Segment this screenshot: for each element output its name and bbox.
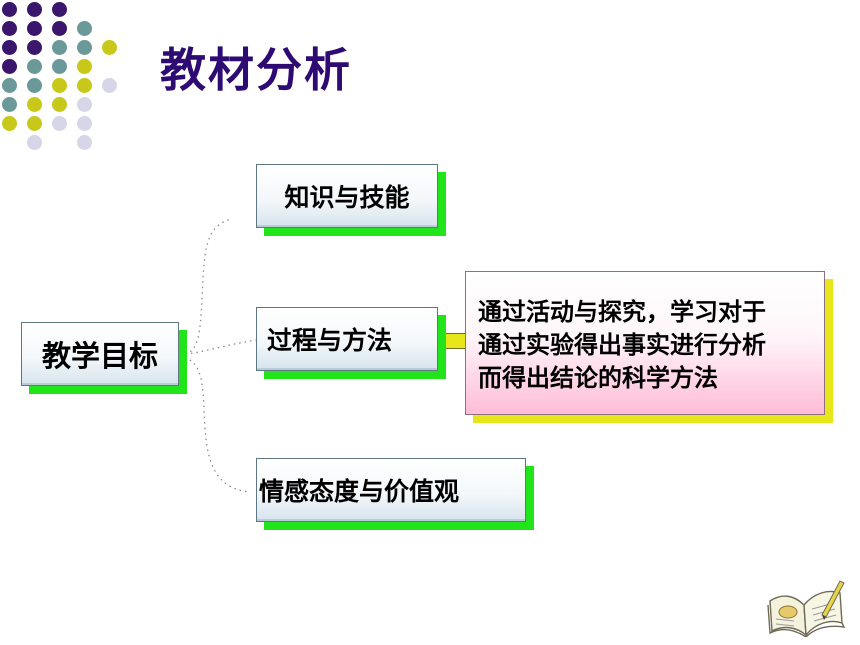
branch-node-process-methods: 过程与方法 — [256, 307, 446, 379]
process-description-callout: 通过活动与探究，学习对于 通过实验得出事实进行分析 而得出结论的科学方法 — [465, 271, 833, 423]
decoration-dot — [27, 78, 42, 93]
decoration-dot — [27, 21, 42, 36]
decoration-dot — [77, 59, 92, 74]
decoration-dot — [27, 97, 42, 112]
decoration-dot — [2, 40, 17, 55]
description-line: 而得出结论的科学方法 — [478, 364, 718, 392]
callout-link-bar — [443, 333, 467, 349]
decoration-dot — [2, 21, 17, 36]
description-line: 通过实验得出事实进行分析 — [478, 331, 766, 359]
root-node-label: 教学目标 — [21, 322, 179, 386]
decoration-dot — [52, 21, 67, 36]
decoration-dot — [102, 40, 117, 55]
decoration-dot — [77, 116, 92, 131]
branch-node-knowledge-skills: 知识与技能 — [256, 164, 446, 236]
decoration-dot — [27, 59, 42, 74]
process-description-text: 通过活动与探究，学习对于 通过实验得出事实进行分析 而得出结论的科学方法 — [465, 271, 825, 415]
decoration-dot — [52, 97, 67, 112]
slide-title: 教材分析 — [160, 43, 352, 97]
decoration-dot — [77, 135, 92, 150]
decoration-dot — [77, 78, 92, 93]
decoration-dot — [77, 97, 92, 112]
decoration-dot — [27, 135, 42, 150]
decoration-dot — [52, 2, 67, 17]
open-book-pen-icon — [767, 580, 846, 637]
dot-grid-decoration — [0, 0, 120, 150]
branch-node-label: 知识与技能 — [256, 164, 438, 228]
decoration-dot — [52, 40, 67, 55]
decoration-dot — [2, 78, 17, 93]
decoration-dot — [2, 97, 17, 112]
decoration-dot — [52, 59, 67, 74]
decoration-dot — [77, 40, 92, 55]
branch-node-label: 过程与方法 — [256, 307, 438, 371]
decoration-dot — [27, 2, 42, 17]
branch-node-label: 情感态度与价值观 — [256, 458, 526, 522]
decoration-dot — [102, 78, 117, 93]
decoration-dot — [2, 2, 17, 17]
decoration-dot — [2, 59, 17, 74]
branch-node-emotion-values: 情感态度与价值观 — [256, 458, 534, 530]
root-node-teaching-goals: 教学目标 — [21, 322, 187, 394]
decoration-dot — [52, 116, 67, 131]
decoration-dot — [52, 78, 67, 93]
decoration-dot — [27, 116, 42, 131]
description-line: 通过活动与探究，学习对于 — [478, 298, 766, 326]
decoration-dot — [27, 40, 42, 55]
decoration-dot — [2, 116, 17, 131]
decoration-dot — [77, 21, 92, 36]
